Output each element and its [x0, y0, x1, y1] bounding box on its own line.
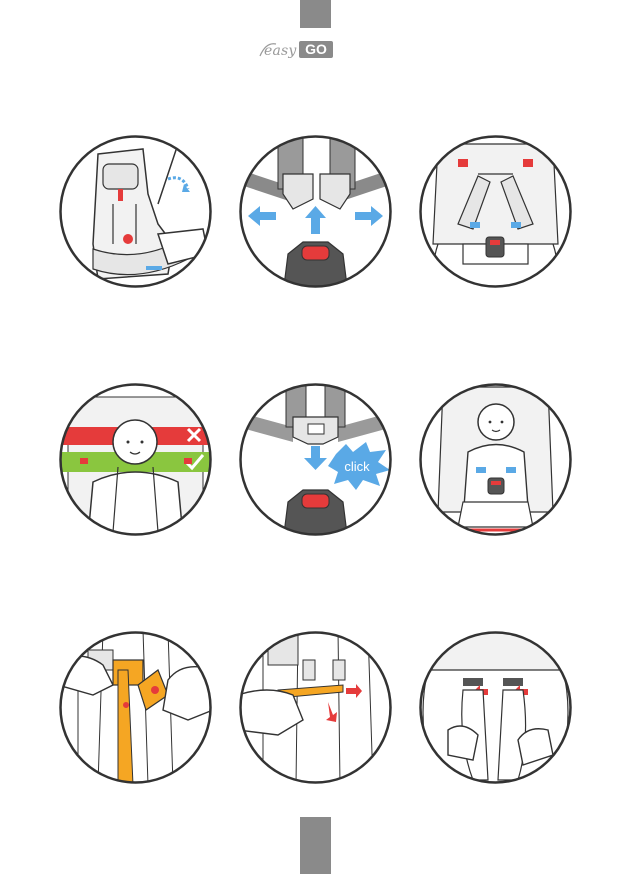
child-secured-icon [418, 382, 573, 537]
harness-on-seat-icon [418, 134, 573, 289]
shoulder-height-check-icon [58, 382, 213, 537]
buckle-click-icon: click [238, 382, 393, 537]
step-7-illustration [58, 630, 213, 785]
page-tab-top [300, 0, 331, 28]
click-label: click [344, 459, 370, 474]
step-1-illustration [58, 134, 213, 289]
logo-prefix: easy [264, 43, 297, 59]
cover-strap-pull-icon [238, 630, 393, 785]
logo-suffix: GO [299, 41, 333, 58]
cover-strap-unhook-icon [58, 630, 213, 785]
step-5-illustration: click [238, 382, 393, 537]
step-6-illustration [418, 382, 573, 537]
step-8-illustration [238, 630, 393, 785]
step-9-illustration [418, 630, 573, 785]
page-tab-bottom [300, 817, 331, 874]
seat-recline-adjust-icon [58, 134, 213, 289]
buckle-release-icon [238, 134, 393, 289]
step-4-illustration [58, 382, 213, 537]
harness-slot-release-icon [418, 630, 573, 785]
step-2-illustration [238, 134, 393, 289]
step-3-illustration [418, 134, 573, 289]
